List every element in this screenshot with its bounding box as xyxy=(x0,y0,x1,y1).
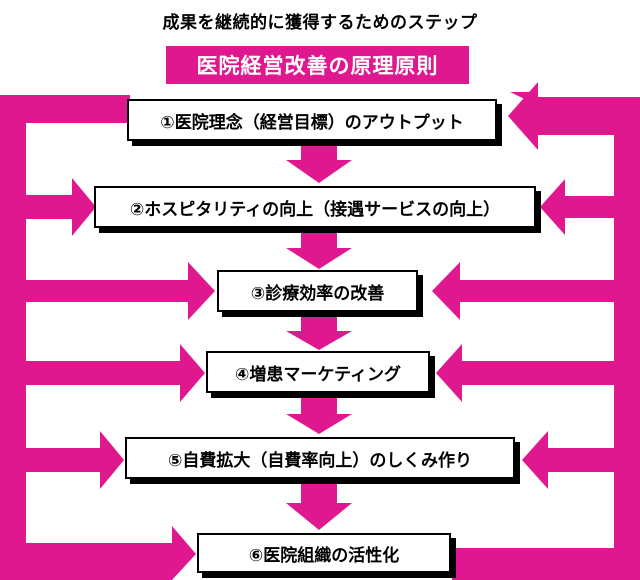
step-4-box: ④増患マーケティング xyxy=(206,351,430,393)
down-arrow-3 xyxy=(286,315,352,350)
left-arrow-step4 xyxy=(26,344,205,402)
step-2-box: ②ホスピタリティの向上（接遇サービスの向上） xyxy=(94,186,536,228)
left-arrow-step5 xyxy=(26,431,124,489)
right-arrow-step2 xyxy=(540,179,614,235)
right-arrow-step3 xyxy=(432,262,614,320)
down-arrow-1 xyxy=(286,143,352,183)
step-3-box: ③診療効率の改善 xyxy=(217,270,418,312)
left-feedback-bar xyxy=(0,95,130,580)
diagram-title: 成果を継続的に獲得するためのステップ xyxy=(162,13,478,33)
right-arrow-step4 xyxy=(436,344,614,402)
down-arrow-2 xyxy=(286,231,352,269)
down-arrow-5 xyxy=(286,482,352,530)
right-feedback-bar xyxy=(452,92,640,580)
banner-heading: 医院経営改善の原理原則 xyxy=(166,46,469,84)
down-arrow-4 xyxy=(286,397,352,434)
right-arrow-step5 xyxy=(522,431,614,489)
left-arrow-step3 xyxy=(26,262,215,320)
step-5-box: ⑤自費拡大（自費率向上）のしくみ作り xyxy=(125,437,515,479)
right-arrow-step1 xyxy=(508,82,640,150)
left-arrow-step2 xyxy=(26,178,96,236)
left-arrow-step6 xyxy=(26,526,196,580)
step-6-box: ⑥医院組織の活性化 xyxy=(197,533,451,573)
step-1-box: ①医院理念（経営目標）のアウトプット xyxy=(127,99,497,141)
